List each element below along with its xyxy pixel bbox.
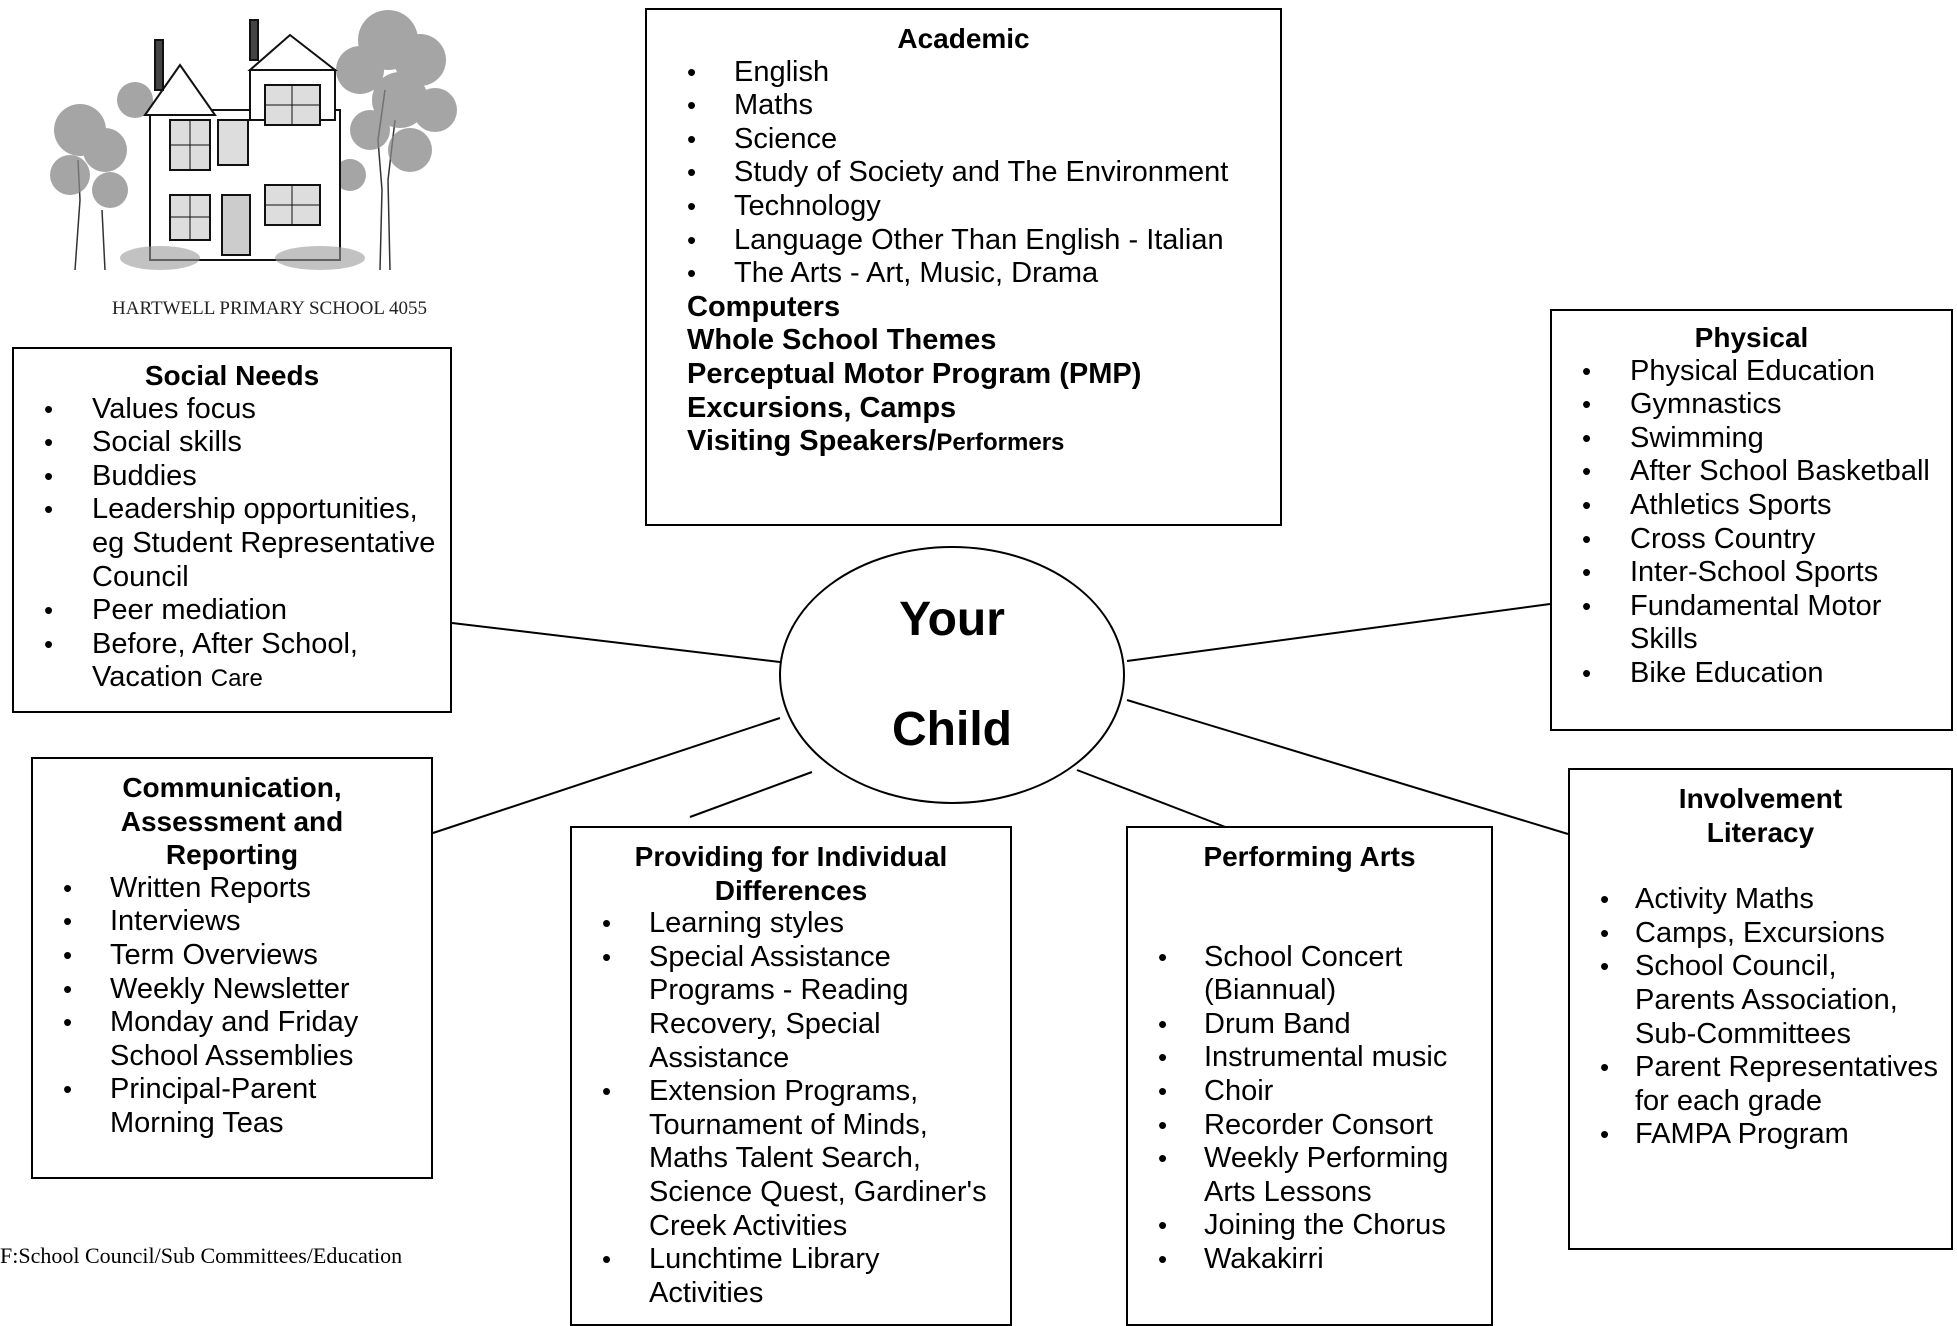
academic-extra-line: Perceptual Motor Program (PMP) (687, 357, 1142, 390)
list-item: Science (667, 123, 1260, 157)
social-needs-list: Values focusSocial skillsBuddiesLeadersh… (24, 393, 440, 696)
academic-extra-visiting-b: Performers (936, 429, 1065, 457)
list-item: Buddies (24, 460, 440, 494)
list-item: Social skills (24, 426, 440, 460)
involvement-box: Involvement Literacy Activity MathsCamps… (1568, 768, 1953, 1250)
list-item: Choir (1138, 1075, 1481, 1109)
list-item: Athletics Sports (1562, 489, 1941, 523)
involvement-title-line2: Literacy (1706, 816, 1815, 848)
list-item: Drum Band (1138, 1008, 1481, 1042)
connector-communication (432, 717, 781, 834)
individual-differences-title: Providing for Individual Differences (634, 841, 948, 906)
connector-individual (689, 771, 813, 818)
list-item: Leadership opportunities, eg Student Rep… (24, 493, 440, 594)
list-item: FAMPA Program (1580, 1118, 1941, 1152)
physical-title: Physical (1694, 322, 1809, 353)
academic-extra-visiting-a: Visiting Speakers/ (687, 425, 937, 458)
list-item: Weekly Performing Arts Lessons (1138, 1142, 1481, 1209)
involvement-list: Activity MathsCamps, ExcursionsSchool Co… (1580, 883, 1941, 1152)
connector-social (451, 622, 781, 663)
center-label-child: Child (892, 703, 1012, 756)
list-item: Swimming (1562, 422, 1941, 456)
social-needs-title: Social Needs (144, 360, 320, 391)
list-item: Recorder Consort (1138, 1109, 1481, 1143)
list-item: Maths (667, 89, 1260, 123)
academic-extra-line: Computers (687, 290, 841, 323)
list-item: Lunchtime Library Activities (582, 1243, 1000, 1310)
list-item: Principal-Parent Morning Teas (43, 1073, 421, 1140)
list-item: School Concert (Biannual) (1138, 941, 1481, 1008)
social-last-item-a: Before, After School, Vacation (92, 627, 358, 694)
academic-extra-line: Whole School Themes (687, 324, 997, 357)
list-item: Camps, Excursions (1580, 917, 1941, 951)
list-item: Extension Programs, Tournament of Minds,… (582, 1075, 1000, 1243)
list-item: After School Basketball (1562, 455, 1941, 489)
list-item: Cross Country (1562, 523, 1941, 557)
list-item: Special Assistance Programs - Reading Re… (582, 941, 1000, 1075)
connector-physical (1126, 603, 1551, 662)
list-item: School Council, Parents Association, Sub… (1580, 950, 1941, 1051)
communication-title: Communication, Assessment and Reporting (120, 772, 344, 871)
list-item: The Arts - Art, Music, Drama (667, 257, 1260, 291)
list-item: Gymnastics (1562, 388, 1941, 422)
list-item: Peer mediation (24, 594, 440, 628)
list-item: Weekly Newsletter (43, 973, 421, 1007)
list-item: Fundamental Motor Skills (1562, 590, 1941, 657)
list-item: Values focus (24, 393, 440, 427)
connector-performing (1076, 769, 1229, 829)
list-item: Activity Maths (1580, 883, 1941, 917)
list-item: Study of Society and The Environment (667, 156, 1260, 190)
school-building-illustration (50, 10, 457, 271)
list-item: Instrumental music (1138, 1041, 1481, 1075)
list-item: Physical Education (1562, 355, 1941, 389)
list-item: Wakakirri (1138, 1243, 1481, 1277)
communication-list: Written ReportsInterviewsTerm OverviewsW… (43, 872, 421, 1141)
academic-title: Academic (897, 23, 1030, 54)
social-needs-box: Social Needs Values focusSocial skillsBu… (12, 347, 452, 713)
academic-extra-visiting: Visiting Speakers/Performers (667, 425, 1260, 460)
list-item: Learning styles (582, 907, 1000, 941)
list-item: Parent Representatives for each grade (1580, 1051, 1941, 1118)
list-item: Before, After School, Vacation Care (24, 628, 440, 696)
list-item: Written Reports (43, 872, 421, 906)
center-ellipse (779, 546, 1125, 804)
academic-box: Academic EnglishMathsScienceStudy of Soc… (645, 8, 1282, 526)
list-item: English (667, 56, 1260, 90)
list-item: Language Other Than English - Italian (667, 224, 1260, 258)
center-label-your: Your (899, 593, 1005, 646)
school-logo: HARTWELL PRIMARY SCHOOL 4055 (50, 0, 470, 330)
list-item: Term Overviews (43, 939, 421, 973)
footer-path: F:School Council/Sub Committees/Educatio… (0, 1243, 403, 1268)
list-item: Joining the Chorus (1138, 1209, 1481, 1243)
performing-arts-title: Performing Arts (1203, 841, 1416, 872)
list-item: Interviews (43, 905, 421, 939)
school-logo-caption: HARTWELL PRIMARY SCHOOL 4055 (112, 298, 428, 319)
list-item: Technology (667, 190, 1260, 224)
list-item: Bike Education (1562, 657, 1941, 691)
physical-box: Physical Physical EducationGymnasticsSwi… (1550, 309, 1953, 731)
academic-extra-line: Excursions, Camps (687, 391, 957, 424)
performing-arts-list: School Concert (Biannual)Drum BandInstru… (1138, 941, 1481, 1277)
physical-list: Physical EducationGymnasticsSwimmingAfte… (1562, 355, 1941, 691)
communication-box: Communication, Assessment and Reporting … (31, 757, 433, 1179)
academic-list: EnglishMathsScienceStudy of Society and … (667, 56, 1260, 291)
list-item: Monday and Friday School Assemblies (43, 1006, 421, 1073)
individual-differences-box: Providing for Individual Differences Lea… (570, 826, 1012, 1326)
involvement-title-line1: Involvement (1678, 783, 1843, 814)
connector-involvement (1126, 699, 1569, 835)
social-last-item-b: Care (210, 665, 263, 693)
performing-arts-box: Performing Arts School Concert (Biannual… (1126, 826, 1493, 1326)
individual-differences-list: Learning stylesSpecial Assistance Progra… (582, 907, 1000, 1310)
list-item: Inter-School Sports (1562, 556, 1941, 590)
